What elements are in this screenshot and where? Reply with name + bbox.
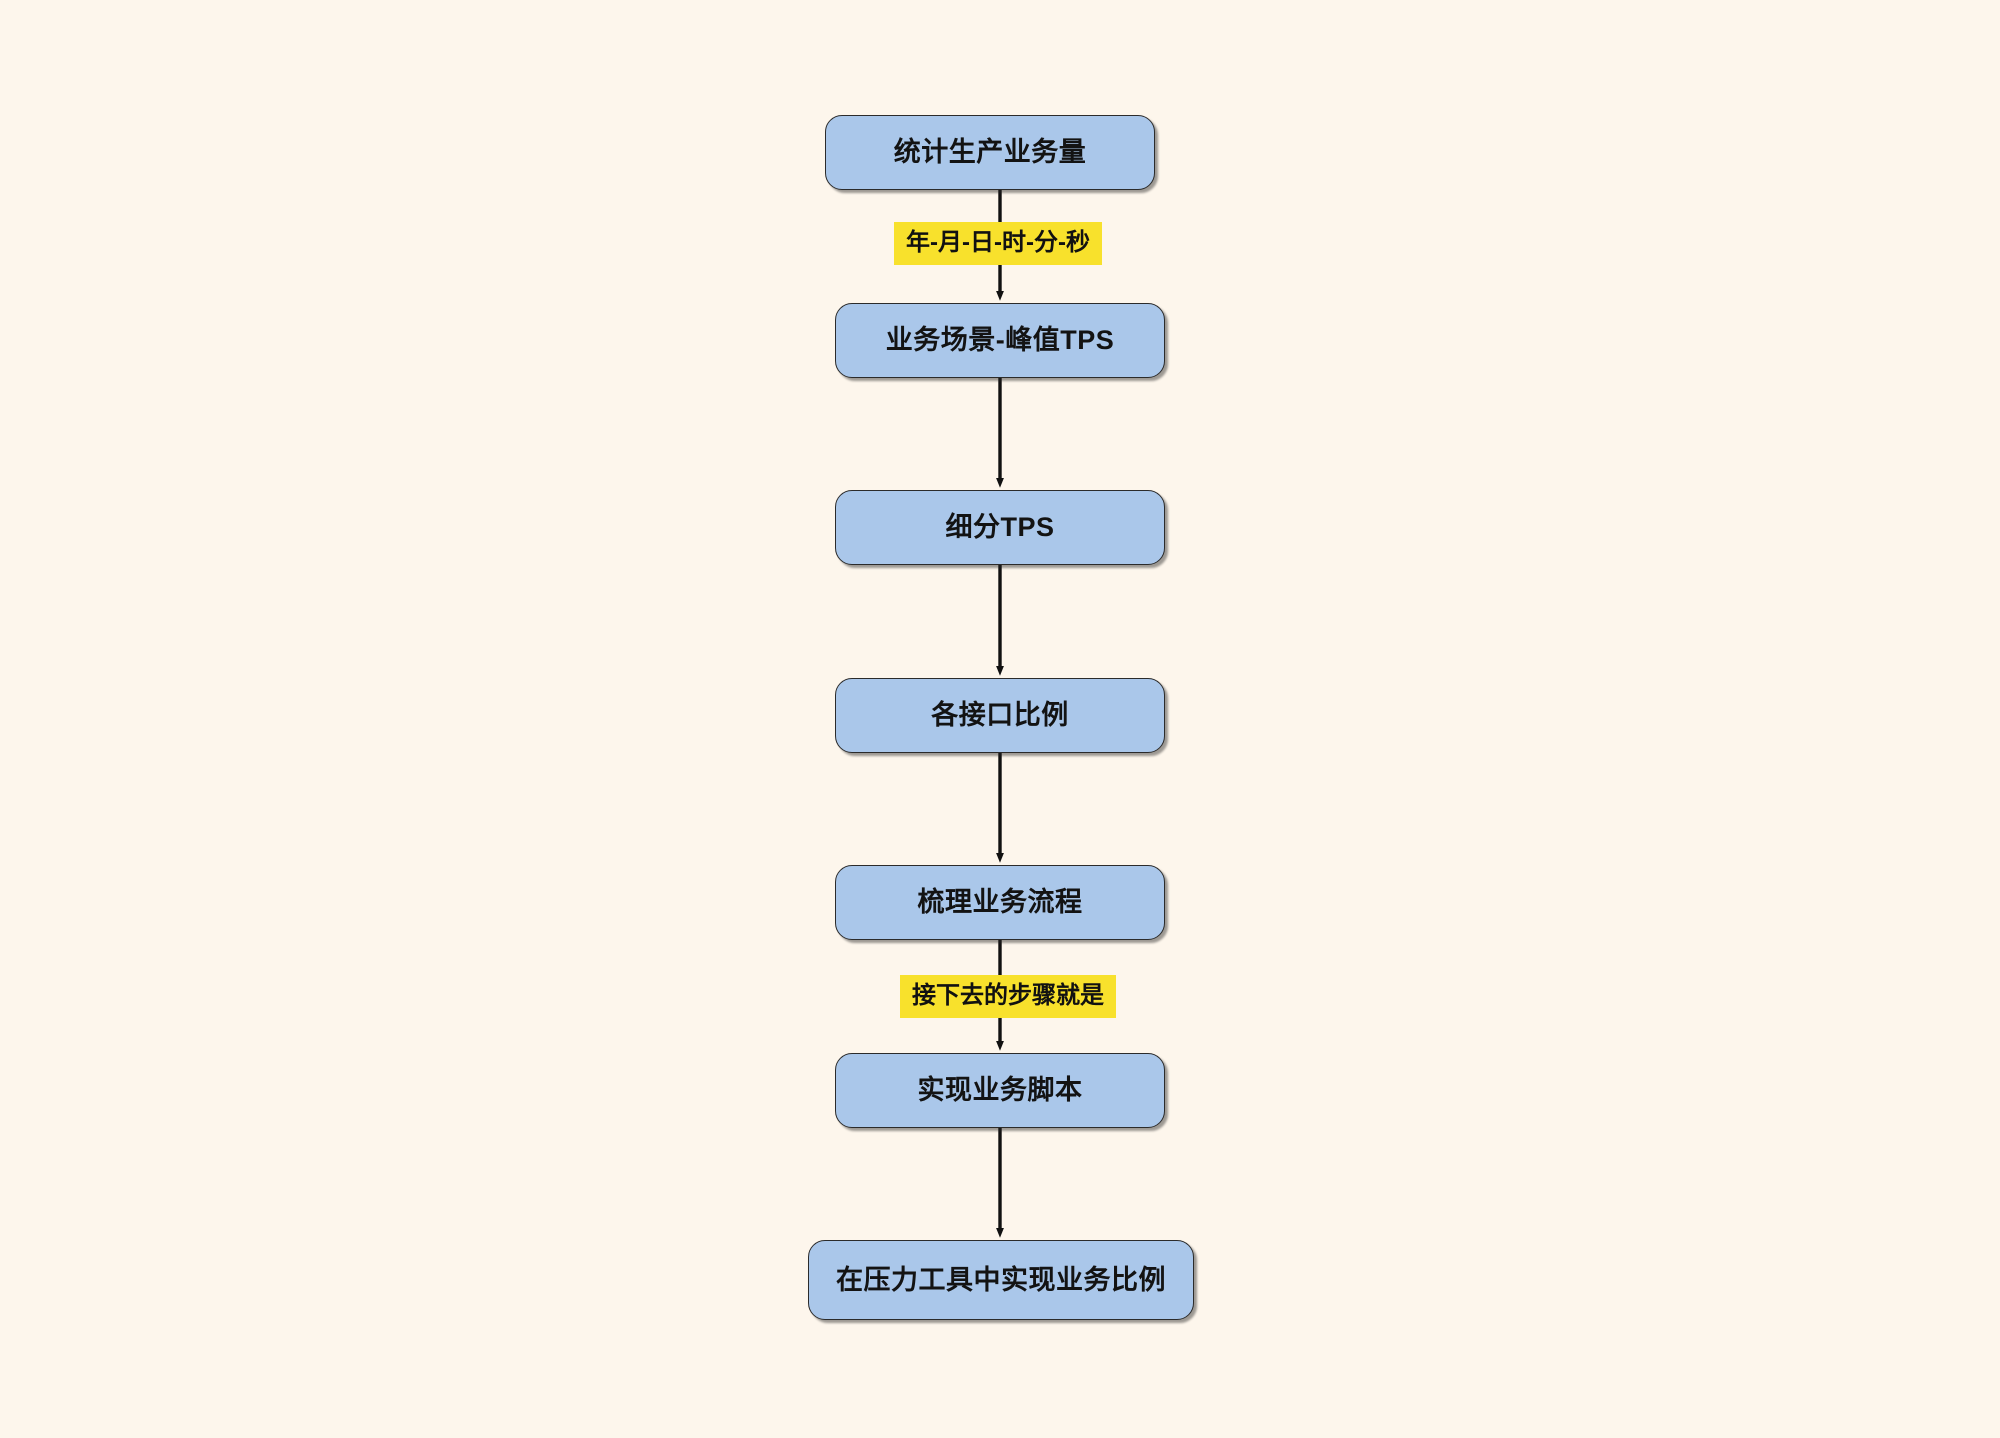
- flow-node-business-scenario-peak-tps[interactable]: 业务场景-峰值TPS: [835, 303, 1165, 378]
- flow-node-label: 统计生产业务量: [893, 137, 1087, 167]
- flow-node-label: 梳理业务流程: [917, 887, 1083, 917]
- flow-node-implement-ratio-in-stress-tool[interactable]: 在压力工具中实现业务比例: [808, 1240, 1194, 1320]
- flow-node-label: 在压力工具中实现业务比例: [836, 1264, 1166, 1295]
- flow-node-interface-ratio[interactable]: 各接口比例: [835, 678, 1165, 753]
- flow-node-implement-business-script[interactable]: 实现业务脚本: [835, 1053, 1165, 1128]
- edge-label-time-granularity: 年-月-日-时-分-秒: [894, 222, 1102, 265]
- flow-node-label: 细分TPS: [945, 512, 1055, 542]
- flow-node-label: 业务场景-峰值TPS: [885, 325, 1115, 355]
- flow-node-subdivide-tps[interactable]: 细分TPS: [835, 490, 1165, 565]
- flow-node-sort-business-process[interactable]: 梳理业务流程: [835, 865, 1165, 940]
- edge-label-next-step: 接下去的步骤就是: [900, 975, 1116, 1018]
- flow-node-label: 实现业务脚本: [917, 1075, 1083, 1105]
- flow-node-label: 各接口比例: [931, 700, 1069, 730]
- flow-node-statistics-production-volume[interactable]: 统计生产业务量: [825, 115, 1155, 190]
